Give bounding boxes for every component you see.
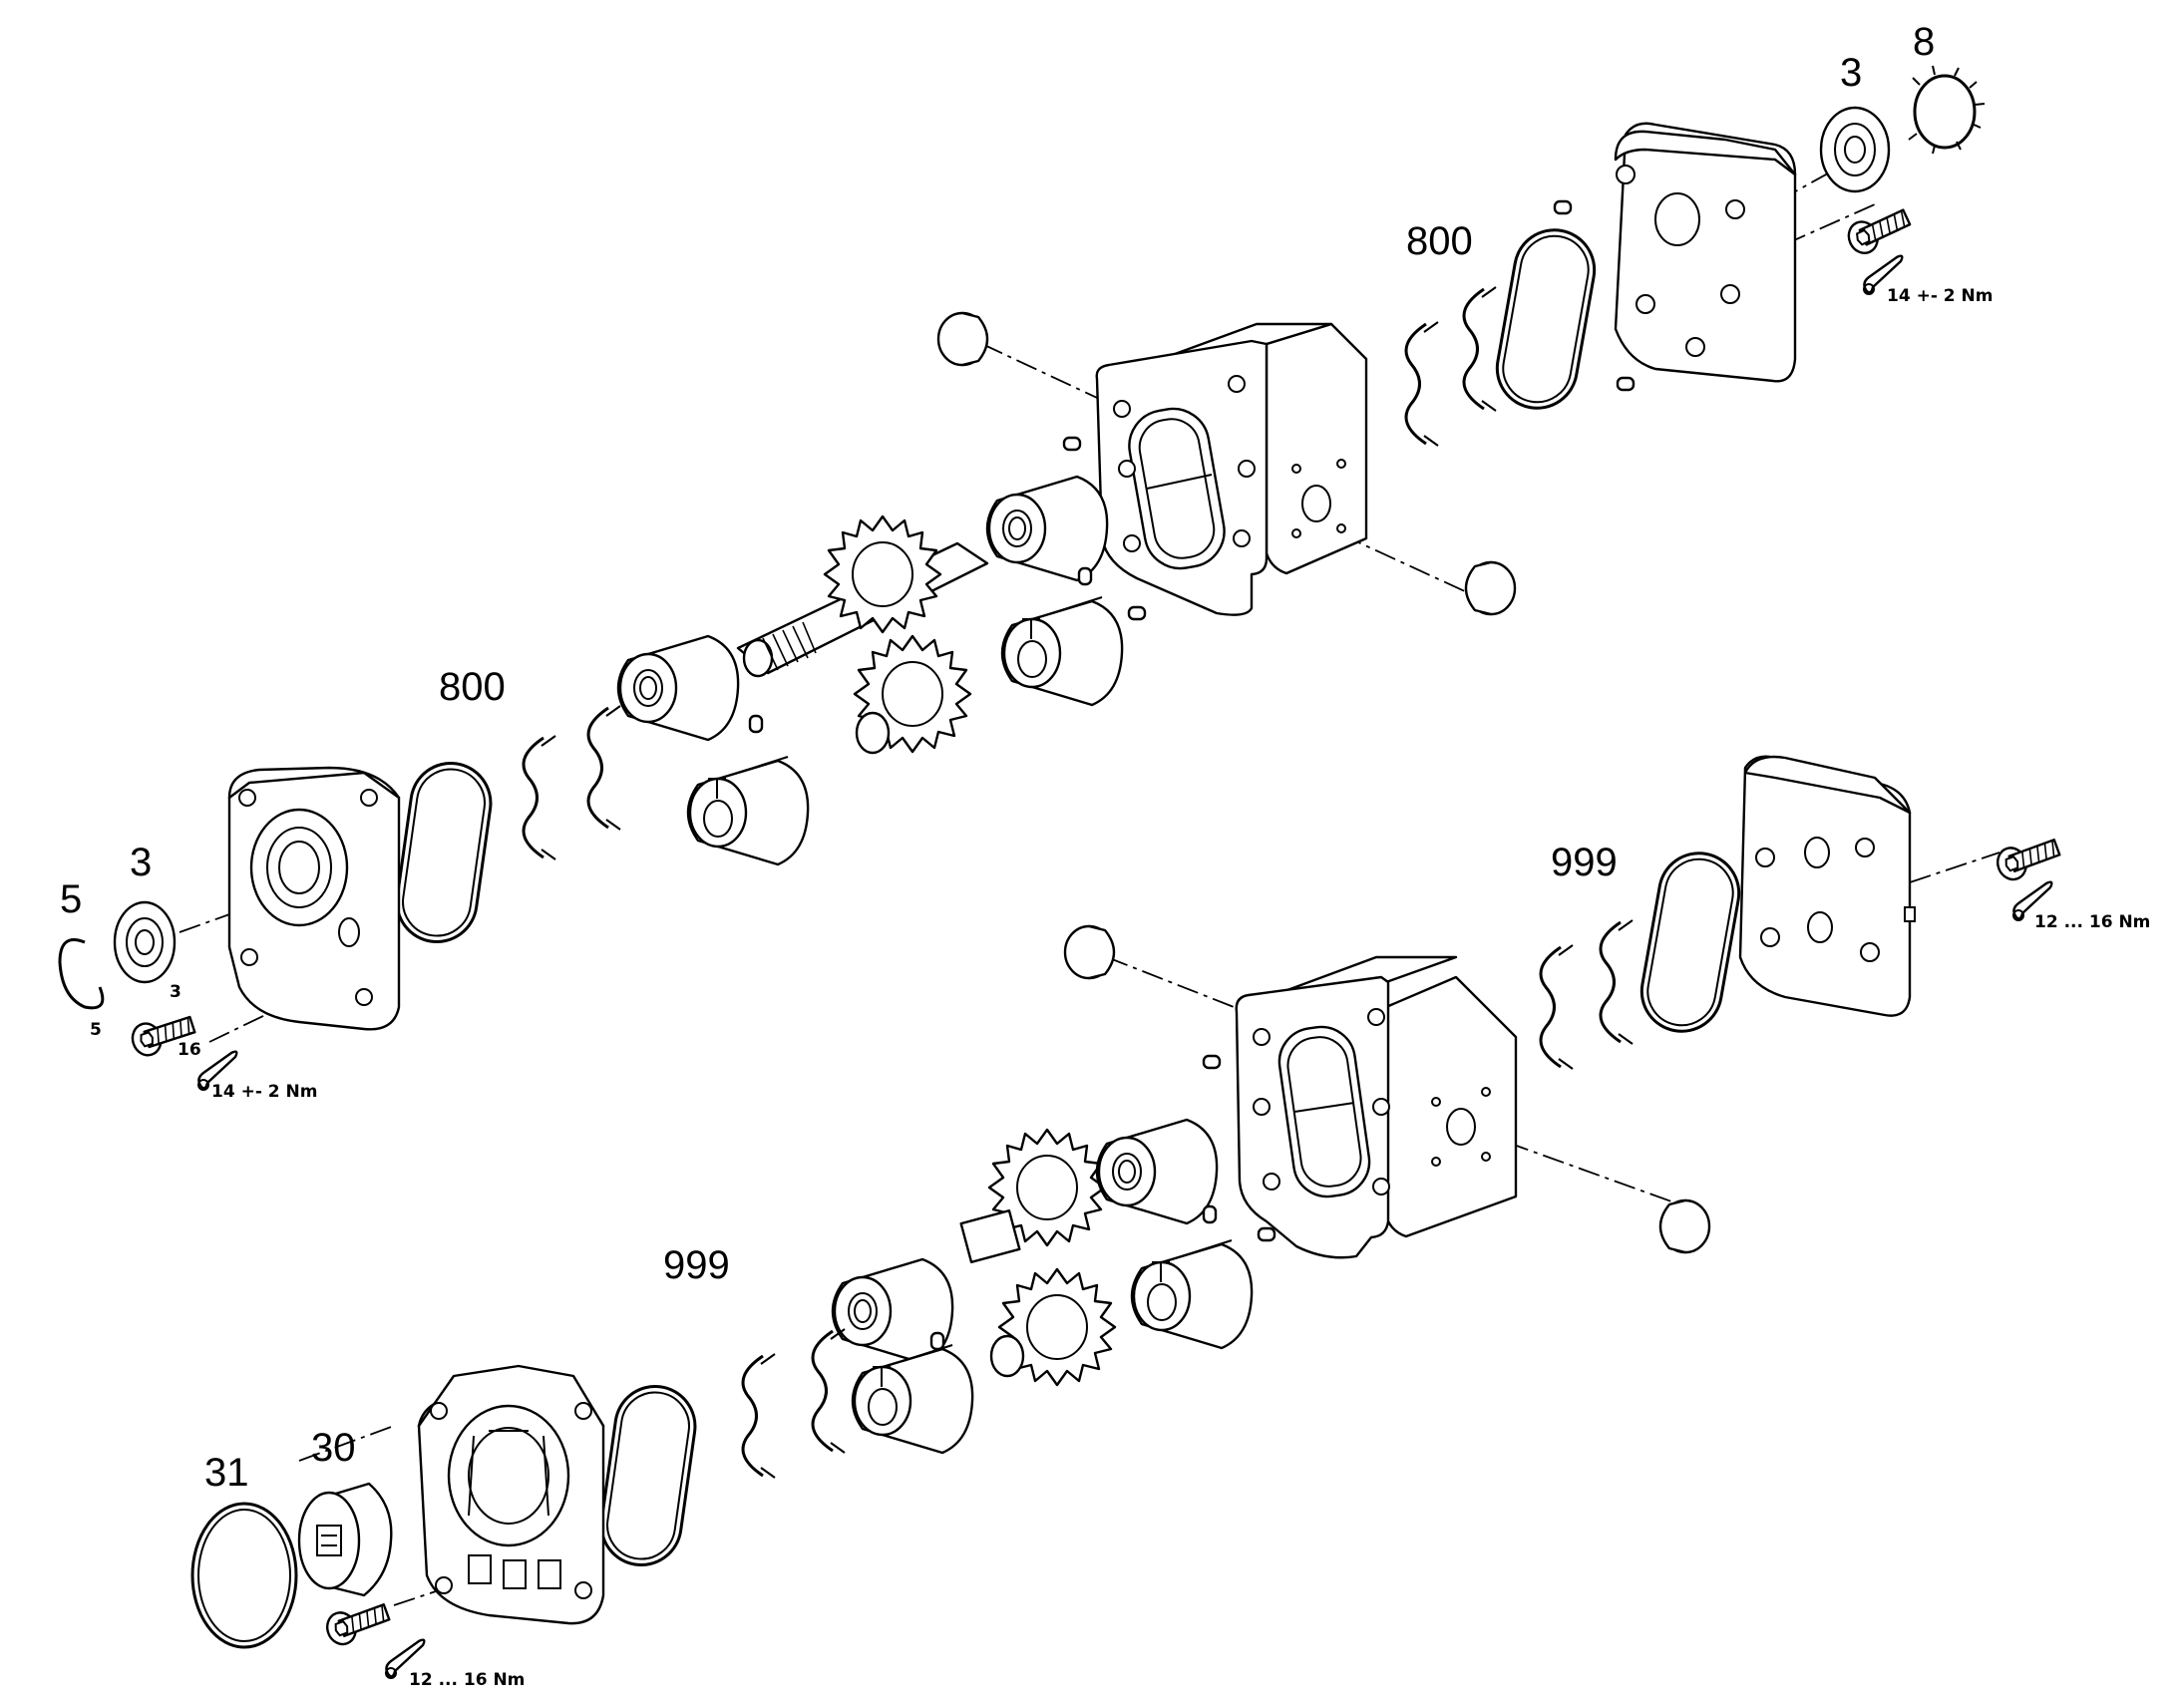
small-label: 3 [170, 982, 182, 1002]
seal-ring [1599, 918, 1635, 1046]
axis-line [1909, 852, 2000, 883]
small-label: 5 [90, 1020, 102, 1040]
small-label: 16 [178, 1040, 201, 1060]
shaft-seal-rear [1819, 106, 1891, 193]
dowel-pin [1202, 1054, 1222, 1070]
dowel-pin [1062, 436, 1082, 452]
gear-shaft-end [989, 1334, 1025, 1378]
bearing-bushing [851, 1343, 974, 1455]
pump-body-lower [1235, 955, 1518, 1259]
dowel-pin [1127, 605, 1147, 621]
callout-label: 8 [1913, 20, 1935, 64]
callout-label: 3 [130, 841, 152, 884]
seal-ring [586, 704, 622, 832]
oval-gasket [594, 1379, 702, 1572]
callout-label: 999 [1551, 841, 1618, 884]
callout-label: 31 [204, 1451, 249, 1495]
seal-ring [1539, 943, 1575, 1071]
drive-gear [823, 514, 942, 634]
plug [1063, 924, 1116, 980]
bearing-bushing [616, 634, 740, 742]
bearing-bushing [1000, 595, 1124, 707]
oval-gasket [390, 756, 498, 949]
axis-line [1305, 517, 1492, 604]
dowel-pin [748, 714, 764, 734]
seal-ring [1462, 285, 1498, 413]
torque-spec: 12 ... 16 Nm [409, 1670, 525, 1690]
seal-ring [522, 734, 557, 861]
rear-cover-lower [1738, 755, 1916, 1017]
axis-line [981, 343, 1143, 420]
dowel-pin [1077, 566, 1093, 586]
upper-assembly: 3 8 800 800 5 3 3 5 16 14 +- 2 Nm 14 +- … [58, 20, 1993, 1102]
axis-line [298, 1425, 395, 1462]
torque-spec: 14 +- 2 Nm [211, 1082, 317, 1102]
o-ring [190, 1502, 298, 1649]
front-flange-lower [417, 1364, 605, 1625]
axis-line [1784, 203, 1876, 245]
seal-ring [811, 1327, 847, 1455]
callout-label: 30 [311, 1426, 356, 1470]
dowel-pin [1257, 1226, 1276, 1242]
cap-screw [1842, 201, 1915, 259]
cap-screw [321, 1595, 394, 1650]
axis-line [1106, 956, 1248, 1013]
plug [936, 311, 989, 367]
callout-label: 999 [663, 1243, 730, 1287]
shaft-tang [959, 1209, 1021, 1263]
rear-cover [1614, 122, 1797, 383]
circlip-front [58, 938, 105, 1010]
coupling [297, 1482, 393, 1597]
seal-ring [1404, 320, 1440, 448]
plug [1464, 560, 1517, 616]
bearing-bushing [985, 475, 1109, 582]
axis-line [393, 1579, 470, 1606]
callout-label: 3 [1840, 51, 1862, 95]
dowel-pin [929, 1331, 945, 1351]
dowel-pin [1553, 199, 1573, 215]
pump-body-upper [1095, 322, 1368, 616]
oval-gasket [1634, 845, 1747, 1040]
cap-screw [1992, 831, 2064, 885]
callout-label: 800 [1406, 219, 1473, 263]
lower-assembly: 999 999 31 30 12 ... 16 Nm 12 ... 16 Nm [190, 755, 2150, 1690]
plug [1658, 1198, 1711, 1254]
torque-spec: 14 +- 2 Nm [1887, 286, 1993, 306]
callout-label: 800 [439, 665, 506, 709]
gear-shaft-end [855, 711, 891, 755]
dowel-pin [1202, 1204, 1218, 1224]
seal-ring [741, 1352, 777, 1480]
circlip-rear [1908, 65, 1986, 155]
bearing-bushing [686, 755, 810, 866]
callout-label: 5 [60, 877, 82, 921]
bearing-bushing [1095, 1118, 1219, 1225]
front-flange-upper [227, 766, 401, 1031]
bearing-bushing [1130, 1238, 1254, 1350]
torque-spec: 12 ... 16 Nm [2034, 912, 2150, 932]
shaft-seal-front [113, 900, 177, 984]
dowel-pin [1616, 376, 1635, 392]
oval-gasket [1489, 221, 1603, 417]
